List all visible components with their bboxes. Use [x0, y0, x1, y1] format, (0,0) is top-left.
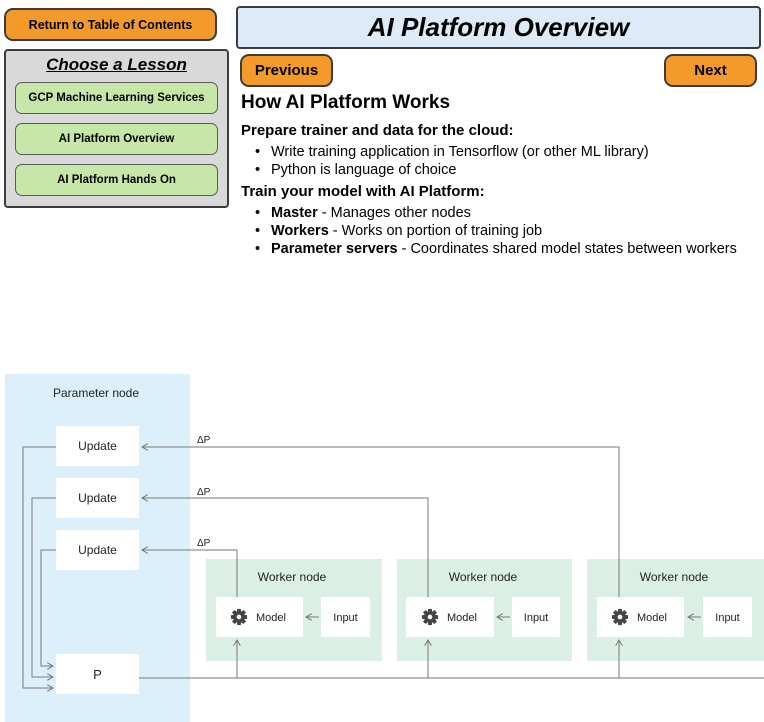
list-item-desc: - Works on portion of training job — [328, 223, 543, 239]
section2-heading: Train your model with AI Platform: — [241, 183, 485, 200]
model-box — [216, 597, 303, 637]
input-box — [321, 597, 370, 637]
parameter-node-label: Parameter node — [53, 386, 139, 400]
model-label: Model — [447, 612, 477, 624]
gear-icon — [611, 608, 629, 626]
update-label: Update — [78, 543, 117, 557]
lesson-content: How AI Platform Works Prepare trainer an… — [241, 92, 751, 262]
section1-list: Write training application in Tensorflow… — [255, 143, 751, 179]
update-box — [56, 478, 139, 518]
worker-node-label: Worker node — [640, 570, 709, 584]
model-label: Model — [637, 612, 667, 624]
update-to-p-arrow — [40, 549, 56, 666]
worker-node-label: Worker node — [258, 570, 327, 584]
table-of-contents-button[interactable]: Return to Table of Contents — [4, 8, 217, 41]
update-label: Update — [78, 439, 117, 453]
delta-arrow — [142, 550, 238, 597]
previous-button[interactable]: Previous — [240, 54, 333, 87]
list-item: Parameter servers - Coordinates shared m… — [255, 240, 751, 258]
section2-list: Master - Manages other nodes Workers - W… — [255, 204, 751, 258]
list-item-term: Master — [271, 205, 318, 221]
architecture-diagram: Parameter node Update Update Update P Wo… — [5, 374, 764, 722]
update-to-p-arrow — [22, 446, 56, 688]
update-to-p-arrow — [31, 497, 56, 677]
delta-label: ΔP — [197, 538, 211, 549]
lesson-ai-platform-hands-on-button[interactable]: AI Platform Hands On — [15, 164, 218, 196]
next-button[interactable]: Next — [664, 54, 757, 87]
page-title: AI Platform Overview — [236, 6, 761, 49]
delta-label: ΔP — [197, 487, 211, 498]
worker-node-label: Worker node — [449, 570, 518, 584]
lesson-gcp-ml-services-button[interactable]: GCP Machine Learning Services — [15, 82, 218, 114]
model-box — [597, 597, 684, 637]
model-box — [406, 597, 494, 637]
update-label: Update — [78, 491, 117, 505]
lesson-panel-heading: Choose a Lesson — [46, 55, 187, 74]
p-box — [56, 654, 139, 694]
list-item-desc: - Manages other nodes — [317, 205, 471, 221]
update-box — [56, 426, 139, 466]
list-item: Workers - Works on portion of training j… — [255, 222, 751, 240]
p-label: P — [93, 667, 102, 682]
lesson-panel: Choose a Lesson GCP Machine Learning Ser… — [4, 49, 229, 208]
list-item: Write training application in Tensorflow… — [255, 143, 751, 161]
input-label: Input — [524, 612, 548, 624]
input-box — [703, 597, 752, 637]
section1-heading: Prepare trainer and data for the cloud: — [241, 122, 514, 139]
input-label: Input — [715, 612, 739, 624]
list-item-desc: - Coordinates shared model states betwee… — [397, 241, 737, 257]
gear-icon — [421, 608, 439, 626]
input-label: Input — [333, 612, 357, 624]
input-box — [512, 597, 560, 637]
delta-arrow — [142, 447, 620, 597]
gear-icon — [230, 608, 248, 626]
list-item: Master - Manages other nodes — [255, 204, 751, 222]
model-label: Model — [256, 612, 286, 624]
content-heading: How AI Platform Works — [241, 92, 451, 113]
delta-label: ΔP — [197, 435, 211, 446]
list-item: Python is language of choice — [255, 161, 751, 179]
delta-arrow — [142, 498, 429, 597]
list-item-term: Workers — [271, 223, 329, 239]
list-item-term: Parameter servers — [271, 241, 398, 257]
lesson-ai-platform-overview-button[interactable]: AI Platform Overview — [15, 123, 218, 155]
update-box — [56, 530, 139, 570]
